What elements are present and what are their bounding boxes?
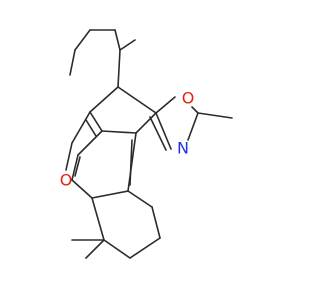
- bond-n-c10: [155, 112, 172, 150]
- bond-gem-methyl-1: [85, 239, 105, 259]
- oxazole-nitrogen-label: N: [177, 139, 189, 158]
- bond-c4r-c6a: [91, 197, 105, 241]
- bond-c10a-c1: [127, 190, 153, 208]
- bond-furan-o-left: [69, 49, 76, 76]
- bond-double-c10a-c11: [129, 139, 133, 186]
- bond-c2-n: [187, 112, 199, 141]
- bond-c2-methyl: [197, 112, 233, 119]
- bond-c9b-c3a: [89, 86, 119, 113]
- atom-label-layer: O O N: [60, 89, 195, 190]
- bond-c3a-c9: [117, 86, 157, 114]
- bond-c6a-c10a: [91, 190, 129, 199]
- bond-double-c5-c6: [74, 156, 81, 177]
- bond-c12-c9b: [89, 111, 103, 132]
- molecule-structure: O O N: [60, 29, 233, 259]
- bond-o2-c2: [191, 106, 199, 114]
- bond-c10a-c11: [127, 132, 137, 192]
- bond-o-to-c7a: [65, 142, 73, 171]
- oxazole-oxygen-label: O: [182, 89, 195, 108]
- bond-methyl-top: [119, 39, 136, 51]
- bond-double-inner: [85, 119, 97, 137]
- bond-layer: [65, 29, 233, 259]
- bond-c1-c2r: [151, 206, 161, 239]
- bond-c7a-c9b: [71, 111, 91, 144]
- furan-oxygen-label: O: [60, 171, 73, 190]
- bond-c2r-c3r: [129, 237, 161, 259]
- bond-c10-c11: [135, 112, 157, 134]
- molecule-canvas: O O N: [60, 29, 233, 259]
- bond-c11-c12: [101, 130, 137, 134]
- bond-ch-to-c3a: [117, 49, 121, 88]
- bond-c5-c6: [71, 154, 79, 181]
- bond-furan-ch-top: [114, 29, 121, 51]
- bond-c9-o2: [155, 96, 176, 114]
- bond-c3r-c4r: [103, 239, 131, 259]
- bond-double-c9-c10: [149, 116, 167, 151]
- bond-c6-c6a: [71, 179, 93, 199]
- bond-furan-ch2-o-side: [74, 29, 91, 51]
- bond-c12-c5: [77, 130, 103, 156]
